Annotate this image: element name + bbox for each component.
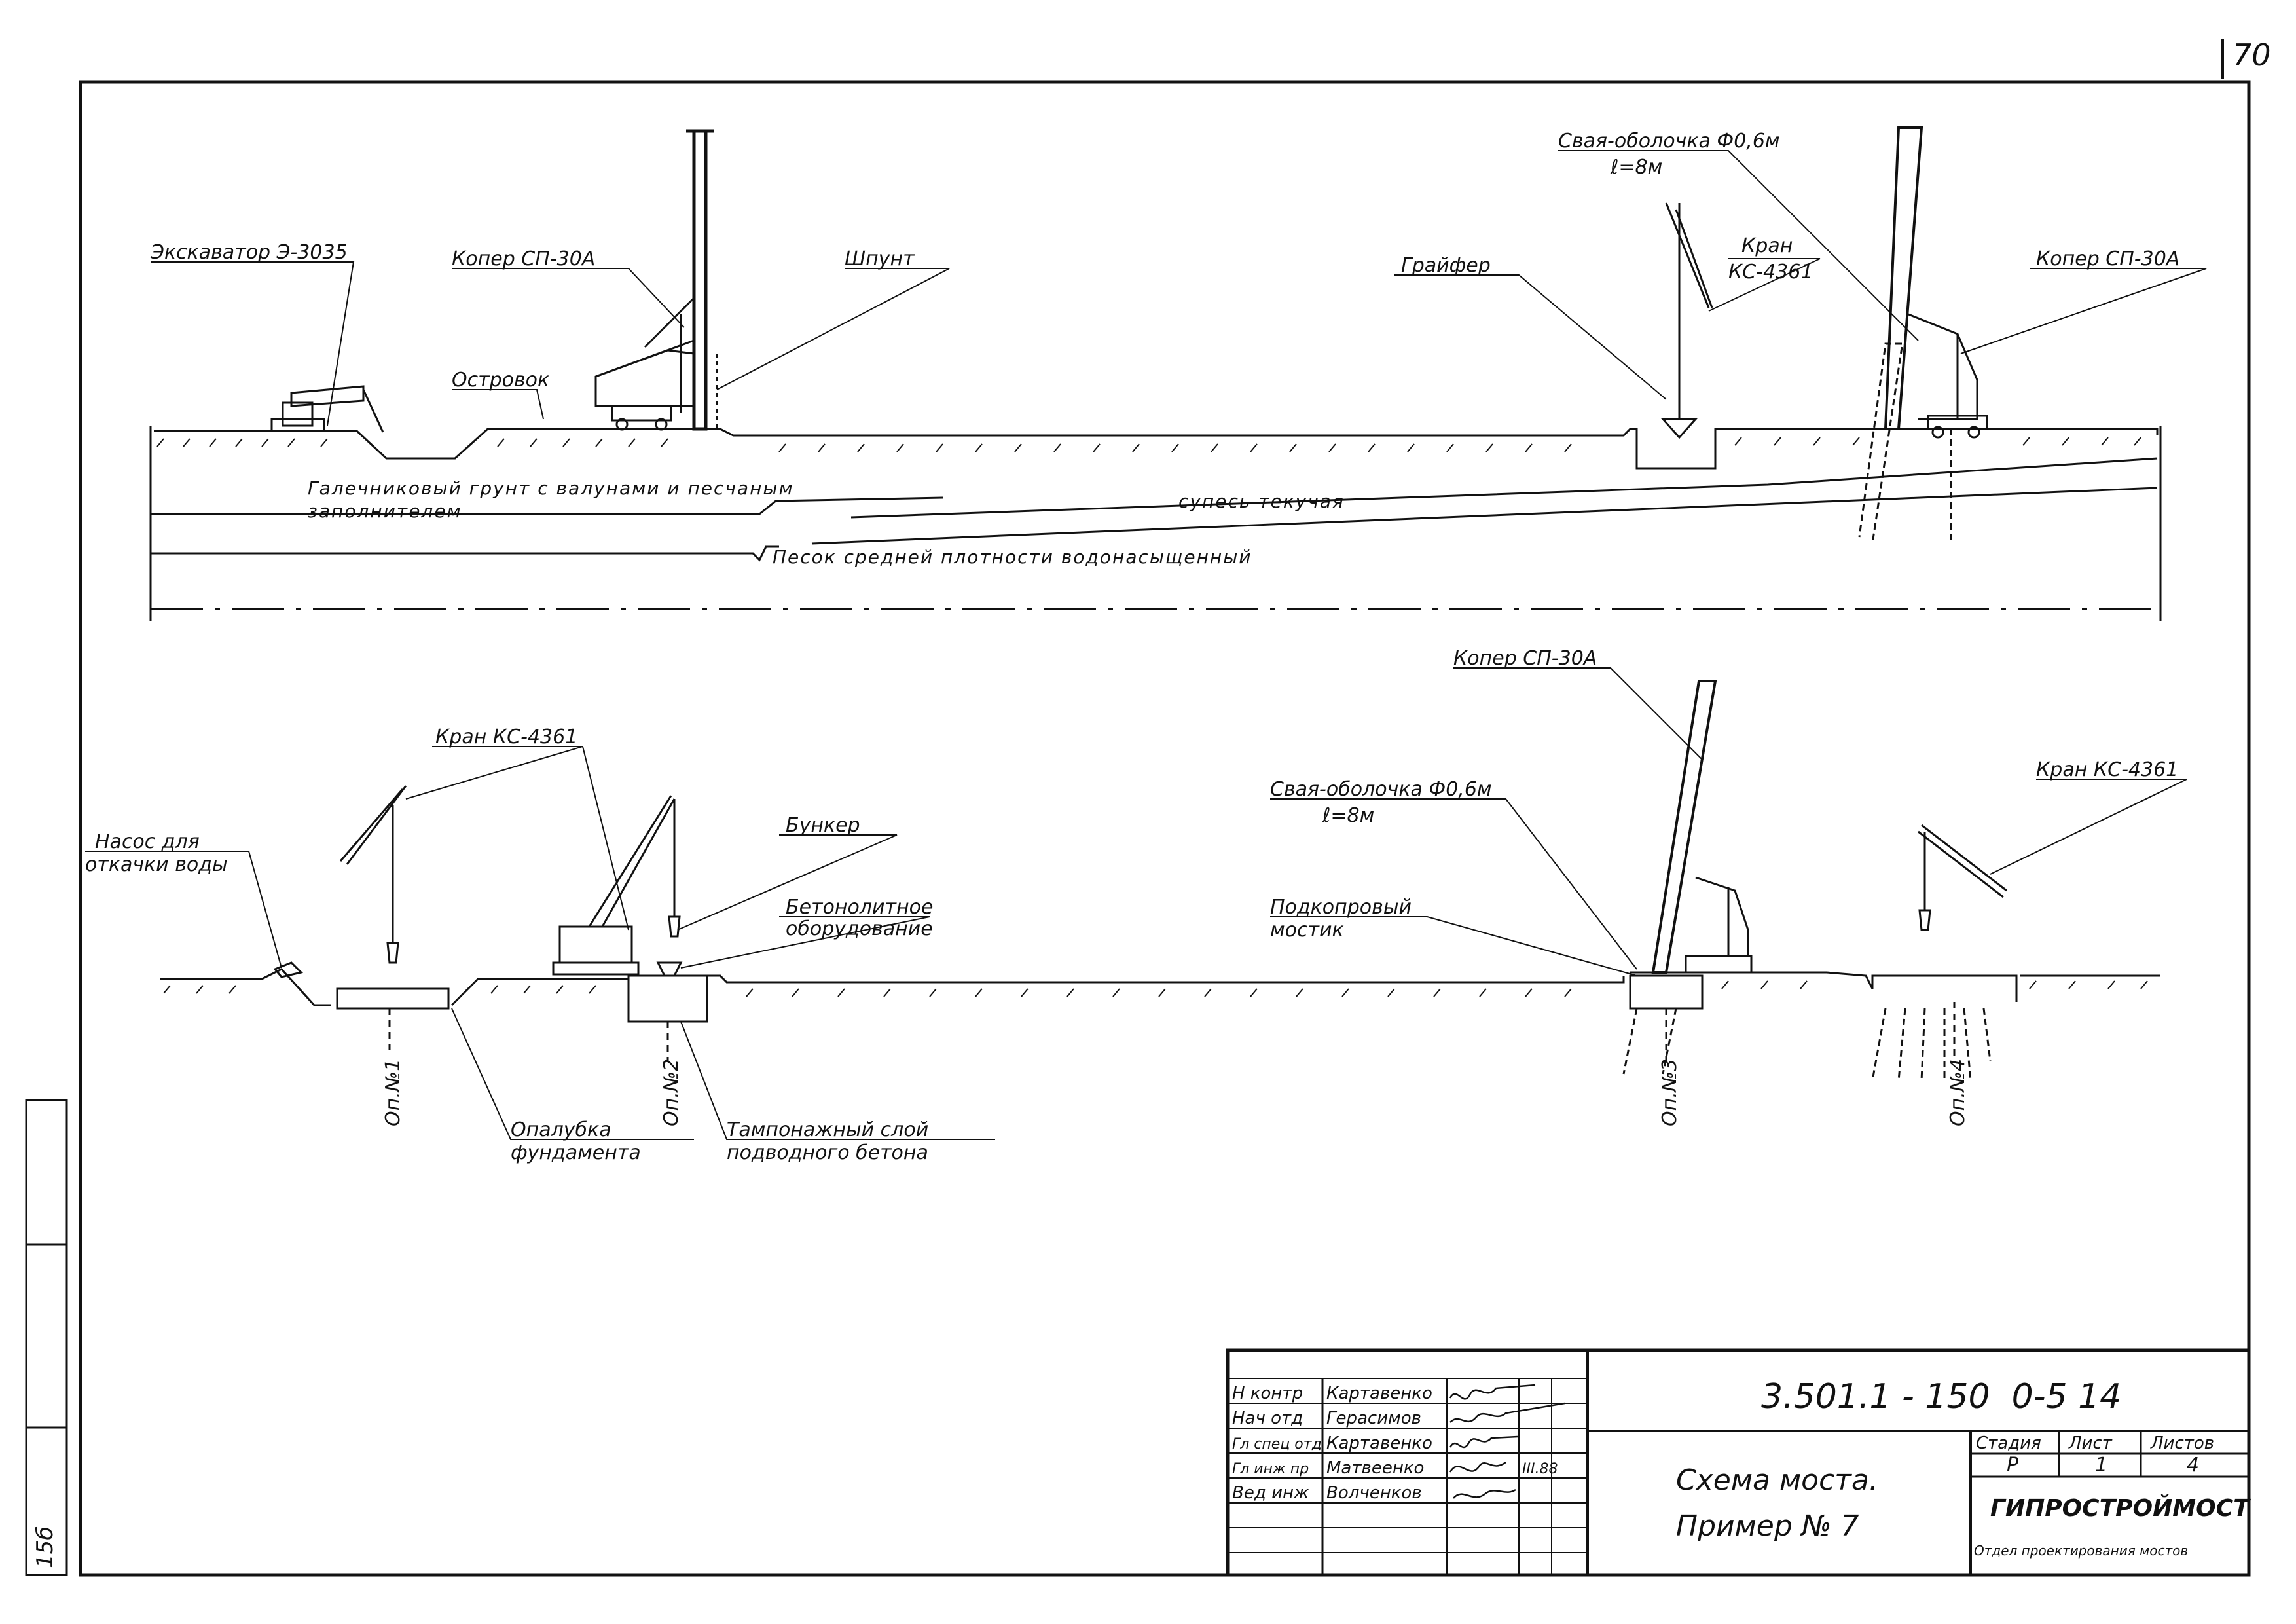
label-crane-right: Кран КС-4361 — [2036, 758, 2178, 781]
label-excavator: Экскаватор Э-3035 — [150, 241, 348, 264]
sig-role-3: Гл спец отд — [1232, 1436, 1322, 1452]
label-crane-model-top: КС-4361 — [1728, 261, 1813, 284]
label-tremie-1: Тампонажный слой — [727, 1118, 928, 1141]
label-crane-left: Кран КС-4361 — [435, 726, 577, 748]
margin-strip: 15б — [25, 1099, 68, 1576]
sig-name-5: Волченков — [1326, 1483, 1422, 1503]
label-grab: Грайфер — [1401, 254, 1491, 277]
sig-name-1: Картавенко — [1326, 1384, 1432, 1403]
sig-name-4: Матвеенко — [1326, 1458, 1424, 1478]
sheet-value: 1 — [2095, 1454, 2107, 1477]
label-shell-pile-bottom: Свая-оболочка Ф0,6м — [1270, 778, 1492, 801]
top-profile — [149, 126, 2162, 621]
soil-sandy-loam: супесь текучая — [1178, 490, 1345, 512]
label-shell-pile-top: Свая-оболочка Ф0,6м — [1558, 130, 1780, 153]
sheet-header: Лист — [2068, 1433, 2113, 1453]
dept-name: Отдел проектирования мостов — [1974, 1543, 2188, 1559]
soil-gravel-2: заполнителем — [308, 500, 462, 522]
label-piledriver-left: Копер СП-30А — [452, 248, 595, 270]
support-1: Оп.№1 — [382, 1059, 405, 1126]
label-piledriver-bottom: Копер СП-30А — [1453, 647, 1597, 670]
stage-header: Стадия — [1976, 1433, 2041, 1453]
support-3: Оп.№3 — [1658, 1059, 1681, 1126]
label-piledriver-right: Копер СП-30А — [2036, 248, 2179, 270]
sig-name-3: Картавенко — [1326, 1433, 1432, 1453]
support-2: Оп.№2 — [660, 1059, 683, 1126]
sig-role-2: Нач отд — [1232, 1409, 1303, 1428]
title-block — [1226, 1348, 2251, 1577]
doc-code: 3.501.1 - 150 0-5 14 — [1761, 1377, 2121, 1416]
sheets-header: Листов — [2150, 1433, 2214, 1453]
soil-gravel-1: Галечниковый грунт с валунами и песчаным — [308, 477, 794, 499]
org-name: ГИПРОСТРОЙМОСТ — [1990, 1494, 2251, 1522]
stage-value: Р — [2007, 1454, 2019, 1477]
support-4: Оп.№4 — [1946, 1059, 1969, 1126]
sig-role-5: Вед инж — [1232, 1483, 1309, 1503]
label-formwork-1: Опалубка — [511, 1118, 611, 1141]
sig-role-1: Н контр — [1232, 1384, 1303, 1403]
soil-sand: Песок средней плотности водонасыщенный — [773, 546, 1252, 568]
label-crane-top: Кран — [1741, 234, 1793, 257]
label-platform-1: Подкопровый — [1270, 896, 1412, 919]
label-concrete-1: Бетонолитное — [786, 896, 933, 919]
label-pump-2: откачки воды — [85, 853, 228, 876]
margin-stamp: 15б — [32, 1526, 58, 1568]
label-islet: Островок — [452, 369, 549, 392]
label-sheet-pile: Шпунт — [845, 248, 915, 270]
label-shell-pile-len-top: ℓ=8м — [1610, 156, 1662, 179]
label-shell-pile-len-bottom: ℓ=8м — [1322, 804, 1374, 827]
drawing-title-2: Пример № 7 — [1676, 1509, 1859, 1543]
drawing-frame — [79, 80, 2251, 1577]
label-bunker: Бункер — [786, 814, 860, 837]
bottom-profile — [160, 680, 2160, 1081]
sig-role-4: Гл инж пр — [1232, 1461, 1309, 1477]
sig-date: III.88 — [1522, 1461, 1558, 1477]
sig-name-2: Герасимов — [1326, 1409, 1421, 1428]
label-concrete-2: оборудование — [786, 917, 933, 940]
bottom-leaders — [85, 667, 2187, 1140]
page-number: 70 — [2232, 37, 2271, 73]
label-platform-2: мостик — [1270, 919, 1344, 942]
label-tremie-2: подводного бетона — [727, 1141, 928, 1164]
signature-scribbles — [1449, 1384, 1565, 1499]
label-pump-1: Насос для — [95, 830, 200, 853]
top-leaders — [151, 150, 2207, 426]
sheets-value: 4 — [2187, 1454, 2199, 1477]
drawing-title-1: Схема моста. — [1676, 1464, 1878, 1497]
label-formwork-2: фундамента — [511, 1141, 641, 1164]
